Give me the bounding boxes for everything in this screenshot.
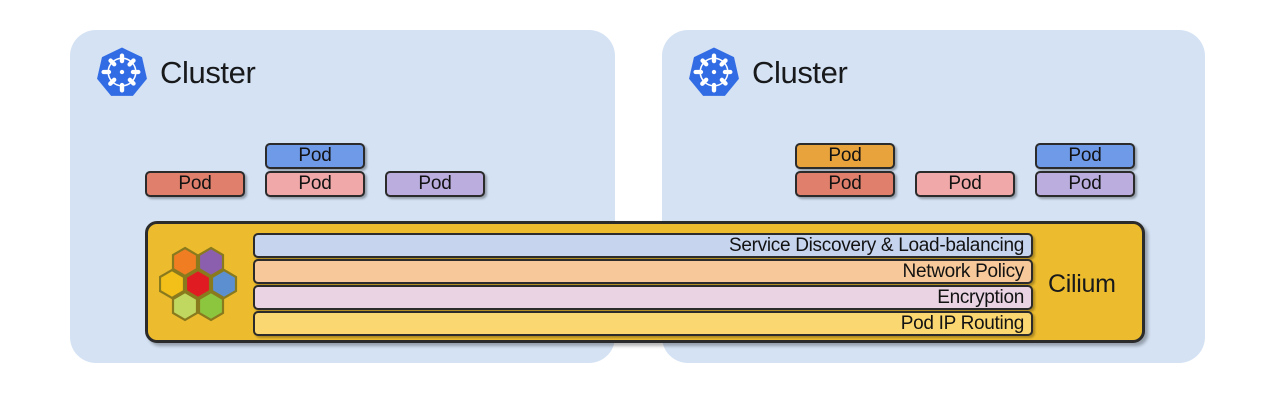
pod-label: Pod (298, 173, 332, 194)
pod-right-4[interactable]: Pod (1035, 143, 1135, 169)
feature-label: Service Discovery & Load-balancing (728, 234, 1024, 256)
pod-left-1[interactable]: Pod (145, 171, 245, 197)
pod-left-3[interactable]: Pod (265, 171, 365, 197)
cluster-header-right: Cluster (688, 46, 848, 98)
pod-right-5[interactable]: Pod (1035, 171, 1135, 197)
kubernetes-icon (96, 46, 148, 98)
feature-label: Encryption (937, 286, 1024, 308)
pod-label: Pod (418, 173, 452, 194)
cilium-panel: Service Discovery & Load-balancing Netwo… (145, 221, 1145, 343)
pod-label: Pod (178, 173, 212, 194)
pod-label: Pod (948, 173, 982, 194)
feature-bar-encryption[interactable]: Encryption (253, 285, 1033, 310)
feature-bar-network-policy[interactable]: Network Policy (253, 259, 1033, 284)
feature-label: Pod IP Routing (900, 312, 1025, 334)
pod-left-4[interactable]: Pod (385, 171, 485, 197)
cluster-title-right: Cluster (752, 54, 848, 90)
pod-label: Pod (828, 145, 862, 166)
pod-left-2[interactable]: Pod (265, 143, 365, 169)
feature-bar-service-discovery[interactable]: Service Discovery & Load-balancing (253, 233, 1033, 258)
pod-right-2[interactable]: Pod (795, 171, 895, 197)
pod-label: Pod (1068, 145, 1102, 166)
cluster-title-left: Cluster (160, 54, 256, 90)
cilium-hexagons-logo (158, 246, 241, 322)
pod-right-3[interactable]: Pod (915, 171, 1015, 197)
feature-bar-pod-ip-routing[interactable]: Pod IP Routing (253, 311, 1033, 336)
feature-label: Network Policy (902, 260, 1025, 282)
pod-right-1[interactable]: Pod (795, 143, 895, 169)
pod-label: Pod (828, 173, 862, 194)
pod-label: Pod (1068, 173, 1102, 194)
cilium-feature-stack: Service Discovery & Load-balancing Netwo… (253, 233, 1033, 337)
pod-label: Pod (298, 145, 332, 166)
cilium-label: Cilium (1048, 270, 1116, 298)
cluster-header-left: Cluster (96, 46, 256, 98)
kubernetes-icon (688, 46, 740, 98)
